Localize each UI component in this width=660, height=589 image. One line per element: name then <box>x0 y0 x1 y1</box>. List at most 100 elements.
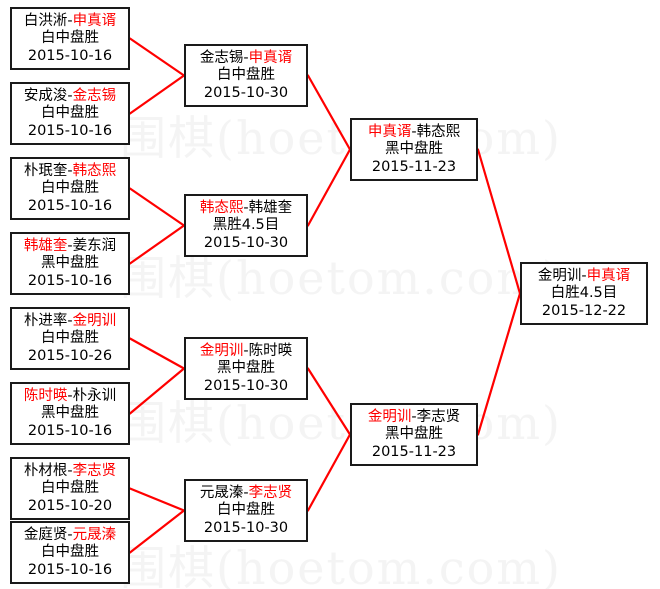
connector-line <box>128 509 186 554</box>
match-players: 元晟溱-李志贤 <box>200 485 292 501</box>
player-left[interactable]: 陈时暎 <box>23 388 68 405</box>
player-right[interactable]: 申真谞 <box>72 13 117 30</box>
match-date: 2015-11-23 <box>371 158 457 175</box>
match-result: 白中盘胜 <box>41 105 99 122</box>
match-result: 黑中盘胜 <box>41 405 99 422</box>
player-separator: - <box>67 463 73 480</box>
match-result: 白中盘胜 <box>41 180 99 197</box>
player-left[interactable]: 元晟溱 <box>199 485 244 502</box>
player-right[interactable]: 韩雄奎 <box>248 200 293 217</box>
player-separator: - <box>67 13 73 30</box>
bracket-connector <box>128 337 186 415</box>
match-result: 白胜4.5目 <box>550 285 618 302</box>
connector-line <box>128 487 186 512</box>
player-right[interactable]: 李志贤 <box>248 485 293 502</box>
match-result: 黑中盘胜 <box>217 360 275 377</box>
watermark-text: 围棋(hoetom.com) <box>120 111 562 165</box>
player-left[interactable]: 金明训 <box>199 343 244 360</box>
connector-line <box>476 148 522 295</box>
connector-line <box>306 74 352 151</box>
match-result: 黑中盘胜 <box>41 255 99 272</box>
connector-line <box>128 187 186 227</box>
player-left[interactable]: 金明训 <box>367 409 412 426</box>
player-right[interactable]: 姜东润 <box>72 238 117 255</box>
watermark-text: 围棋(hoetom.com) <box>120 541 562 589</box>
match-date: 2015-10-16 <box>27 272 113 289</box>
match-players: 金明训-李志贤 <box>368 409 460 425</box>
player-left[interactable]: 申真谞 <box>367 124 412 141</box>
match-date: 2015-11-23 <box>371 443 457 460</box>
player-separator: - <box>243 485 249 502</box>
match-players: 韩雄奎-姜东润 <box>24 238 116 254</box>
match-date: 2015-10-26 <box>27 347 113 364</box>
connector-line <box>306 367 352 436</box>
connector-line <box>306 433 352 512</box>
match-date: 2015-10-16 <box>27 422 113 439</box>
match-result: 黑中盘胜 <box>385 141 443 158</box>
player-left[interactable]: 金庭贤 <box>23 527 68 544</box>
player-left[interactable]: 金志锡 <box>199 50 244 67</box>
player-left[interactable]: 韩雄奎 <box>23 238 68 255</box>
player-right[interactable]: 陈时暎 <box>248 343 293 360</box>
player-right[interactable]: 朴永训 <box>72 388 117 405</box>
player-separator: - <box>243 343 249 360</box>
player-left[interactable]: 白洪淅 <box>23 13 68 30</box>
match-result: 白中盘胜 <box>217 502 275 519</box>
match-players: 陈时暎-朴永训 <box>24 388 116 404</box>
player-left[interactable]: 金明训 <box>537 268 582 285</box>
connector-line <box>128 337 186 370</box>
match-players: 金明训-申真谞 <box>538 268 630 284</box>
match-date: 2015-10-20 <box>27 497 113 514</box>
match-date: 2015-12-22 <box>541 302 627 319</box>
watermark-text: 围棋(hoetom.com) <box>120 251 562 305</box>
player-separator: - <box>67 238 73 255</box>
player-right[interactable]: 金明训 <box>72 313 117 330</box>
bracket-connector <box>306 367 352 512</box>
match-date: 2015-10-30 <box>203 234 289 251</box>
player-left[interactable]: 朴珉奎 <box>23 163 68 180</box>
player-separator: - <box>411 409 417 426</box>
match-date: 2015-10-30 <box>203 519 289 536</box>
match-result: 黑胜4.5目 <box>212 217 280 234</box>
player-right[interactable]: 申真谞 <box>586 268 631 285</box>
player-right[interactable]: 韩态熙 <box>72 163 117 180</box>
bracket-connector <box>128 187 186 265</box>
player-right[interactable]: 申真谞 <box>248 50 293 67</box>
match-date: 2015-10-16 <box>27 197 113 214</box>
match-players: 金明训-陈时暎 <box>200 343 292 359</box>
player-left[interactable]: 朴进率 <box>23 313 68 330</box>
player-separator: - <box>411 124 417 141</box>
match-date: 2015-10-16 <box>27 122 113 139</box>
player-left[interactable]: 安成浚 <box>23 88 68 105</box>
player-right[interactable]: 元晟溱 <box>72 527 117 544</box>
player-separator: - <box>581 268 587 285</box>
connector-line <box>306 148 352 227</box>
player-left[interactable]: 朴材根 <box>23 463 68 480</box>
player-right[interactable]: 韩态熙 <box>416 124 461 141</box>
match-players: 金志锡-申真谞 <box>200 50 292 66</box>
match-result: 黑中盘胜 <box>385 426 443 443</box>
player-right[interactable]: 李志贤 <box>416 409 461 426</box>
player-left[interactable]: 韩态熙 <box>199 200 244 217</box>
player-right[interactable]: 李志贤 <box>72 463 117 480</box>
match-players: 金庭贤-元晟溱 <box>24 527 116 543</box>
player-right[interactable]: 金志锡 <box>72 88 117 105</box>
match-players: 朴进率-金明训 <box>24 313 116 329</box>
connector-line <box>128 224 186 265</box>
